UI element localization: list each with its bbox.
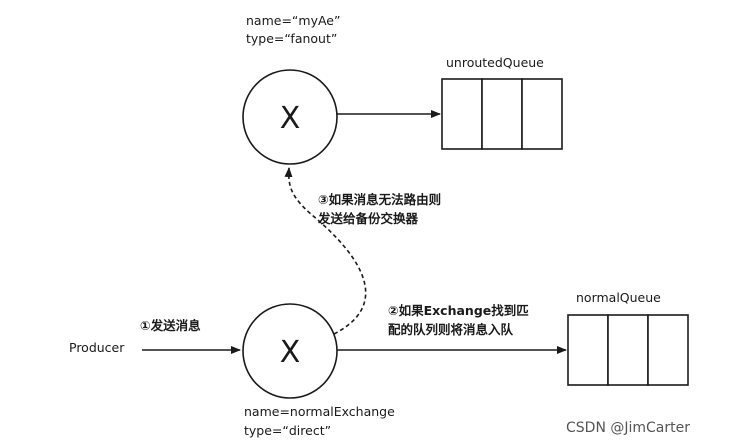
- bottom-exchange-symbol: X: [280, 335, 301, 370]
- top-exchange-circle: [242, 69, 338, 165]
- bottom-exchange-circle: [242, 303, 338, 399]
- top-exchange-symbol: X: [280, 101, 301, 136]
- unrouted-queue-cell: [521, 78, 563, 150]
- top-exchange-name-label: name=“myAe”: [246, 13, 341, 28]
- normal-queue-cell: [607, 314, 649, 386]
- bottom-exchange-name-label: name=normalExchange: [244, 404, 395, 419]
- step2-label-line2: 配的队列则将消息入队: [388, 322, 514, 337]
- bottom-exchange-type-label: type=“direct”: [244, 423, 332, 438]
- producer-label: Producer: [69, 340, 125, 355]
- unrouted-queue-cell: [441, 78, 483, 150]
- step1-label: ①发送消息: [140, 318, 201, 333]
- normal-queue-cell: [647, 314, 689, 386]
- normal-queue-cell: [567, 314, 609, 386]
- top-exchange-type-label: type=“fanout”: [246, 31, 338, 46]
- csdn-watermark: CSDN @JimCarter: [566, 420, 690, 436]
- unrouted-queue-box: [441, 78, 563, 150]
- normal-queue-box: [567, 314, 689, 386]
- step3-label-line1: ③如果消息无法路由则: [318, 192, 442, 207]
- step3-label-line2: 发送给备份交换器: [318, 211, 419, 226]
- unrouted-queue-cell: [481, 78, 523, 150]
- step2-label-line1: ②如果Exchange找到匹: [388, 303, 529, 318]
- normal-queue-label: normalQueue: [576, 290, 661, 305]
- dashed-arrow-to-backup-exchange: [284, 167, 367, 335]
- unrouted-queue-label: unroutedQueue: [446, 55, 544, 70]
